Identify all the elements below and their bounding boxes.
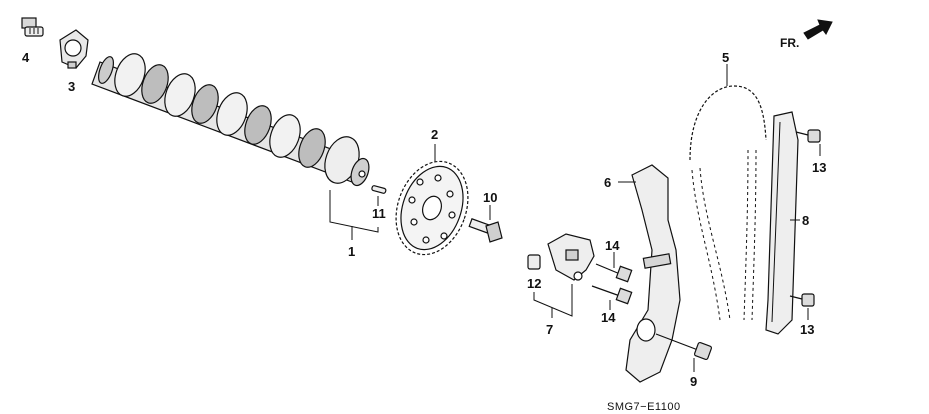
callout-4[interactable]: 4 xyxy=(22,50,30,65)
callout-6[interactable]: 6 xyxy=(604,175,611,190)
callout-5[interactable]: 5 xyxy=(722,50,729,65)
part-14-bolt-upper[interactable] xyxy=(595,263,633,283)
callout-2[interactable]: 2 xyxy=(431,127,438,142)
callout-10[interactable]: 10 xyxy=(483,190,497,205)
part-11-dowel-pin[interactable] xyxy=(371,185,387,194)
part-7-tensioner[interactable] xyxy=(547,233,595,281)
part-2-cam-sprocket[interactable] xyxy=(384,151,481,264)
callout-3[interactable]: 3 xyxy=(68,79,75,94)
callout-9[interactable]: 9 xyxy=(690,374,697,389)
part-8-chain-guide[interactable] xyxy=(765,111,799,335)
callout-12[interactable]: 12 xyxy=(527,276,541,291)
callout-7[interactable]: 7 xyxy=(546,322,553,337)
part-10-bolt[interactable] xyxy=(468,218,503,243)
part-13-bolt-upper[interactable] xyxy=(795,129,821,143)
part-1-camshaft[interactable] xyxy=(91,50,372,188)
front-direction-label: FR. xyxy=(780,36,799,50)
part-13-bolt-lower[interactable] xyxy=(789,293,815,307)
part-14-bolt-lower[interactable] xyxy=(591,285,633,305)
callout-14-upper[interactable]: 14 xyxy=(605,238,620,253)
callout-8[interactable]: 8 xyxy=(802,213,809,228)
part-5-cam-chain[interactable] xyxy=(689,85,767,321)
callout-11[interactable]: 11 xyxy=(372,206,386,221)
callout-13-lower[interactable]: 13 xyxy=(800,322,814,337)
part-6-tensioner-arm[interactable] xyxy=(625,164,681,383)
callout-13-upper[interactable]: 13 xyxy=(812,160,826,175)
front-arrow-icon xyxy=(803,19,833,40)
part-4-bolt[interactable] xyxy=(21,17,44,37)
callout-14-lower[interactable]: 14 xyxy=(601,310,616,325)
part-9-bolt[interactable] xyxy=(655,333,713,361)
part-3-pulser-plate[interactable] xyxy=(59,29,89,69)
diagram-code: SMG7−E1100 xyxy=(607,401,681,413)
part-12-pin[interactable] xyxy=(527,254,541,270)
front-direction-indicator: FR. xyxy=(780,19,833,50)
callout-1[interactable]: 1 xyxy=(348,244,355,259)
